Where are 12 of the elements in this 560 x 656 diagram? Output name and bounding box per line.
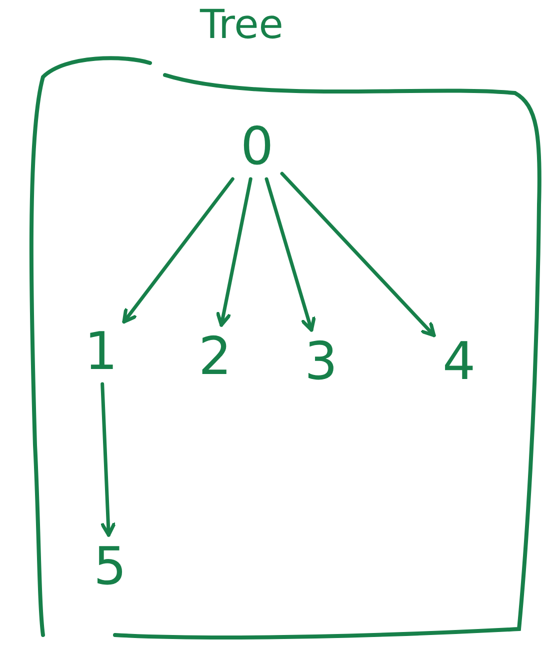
tree-node-number: 0 — [232, 115, 282, 179]
arrow — [122, 177, 234, 324]
tree-node-number: 1 — [78, 320, 124, 384]
tree-node-number: 2 — [192, 325, 238, 389]
tree-node-number: 4 — [434, 330, 484, 394]
tree-node-number: 5 — [86, 535, 134, 599]
arrow — [264, 177, 316, 332]
arrow — [100, 382, 116, 537]
arrow — [216, 177, 252, 327]
container-heading: Tree — [200, 5, 284, 45]
tree-node-number: 3 — [298, 330, 344, 394]
arrow — [280, 172, 436, 338]
